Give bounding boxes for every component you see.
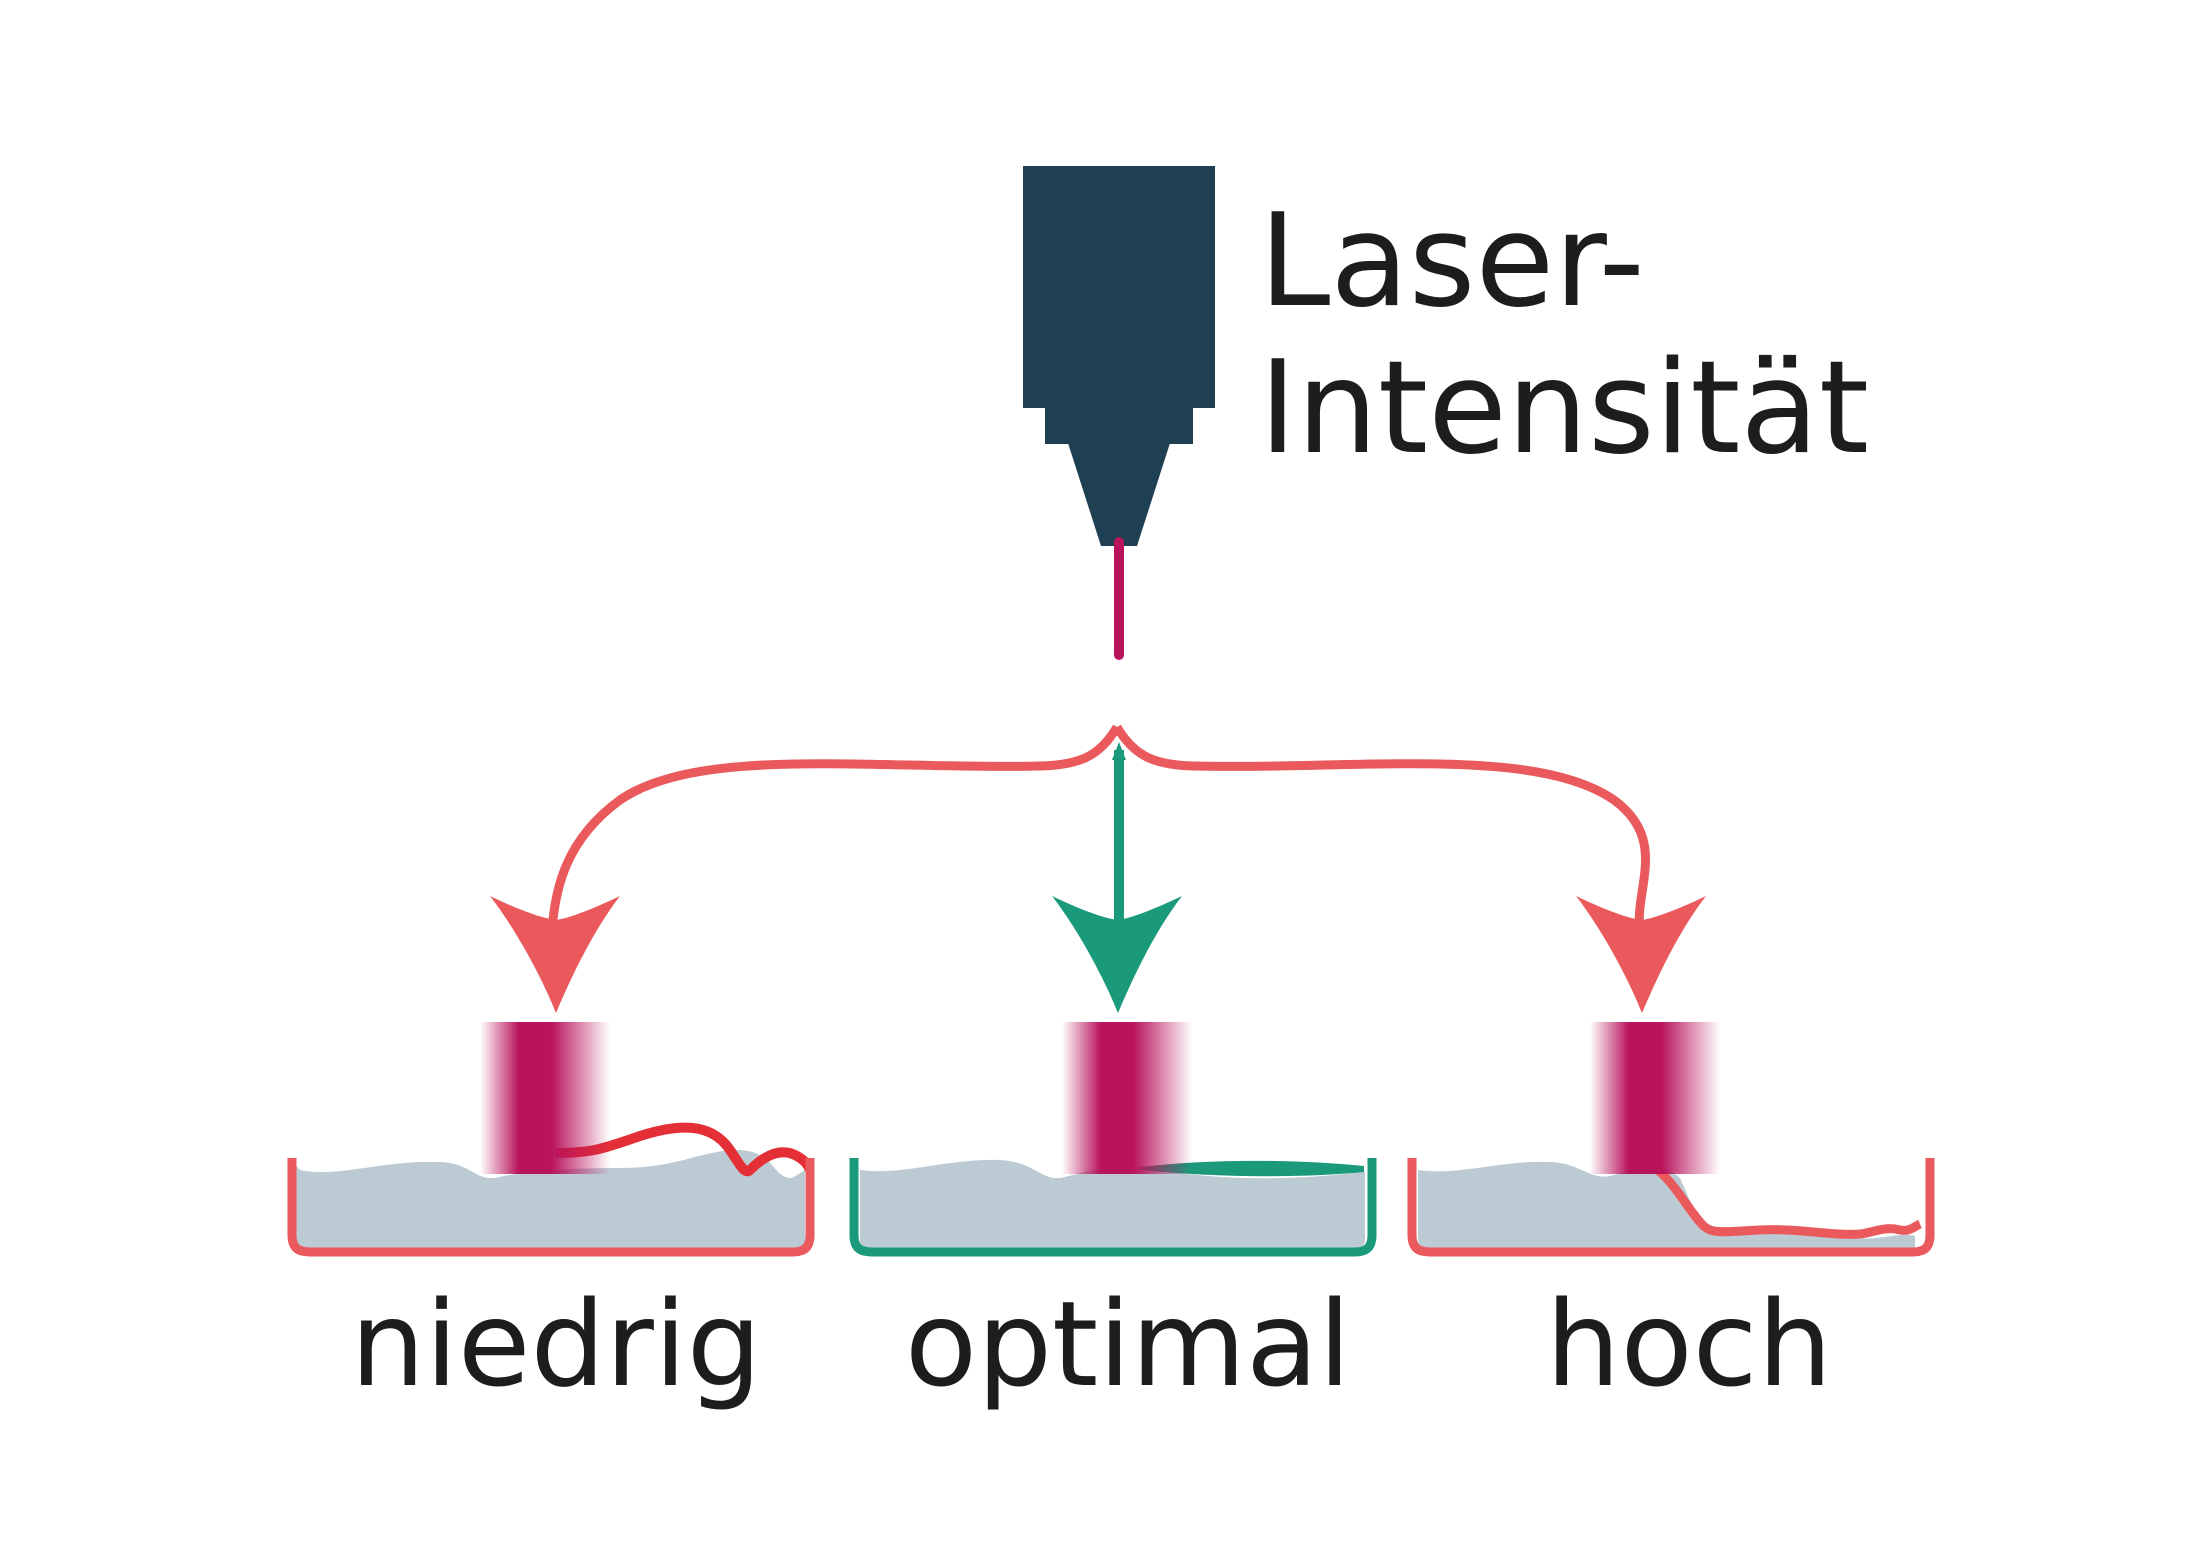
laser-head-icon [1023,166,1215,546]
tray-low [287,1022,815,1257]
fluid-optimal [860,1159,1365,1248]
surface-high [1647,1160,1922,1239]
beam-optimal [1062,1022,1192,1174]
arrow-middle-tip [1112,742,1126,760]
surface-optimal [1140,1160,1364,1177]
title-line-2: Intensität [1259,334,1869,483]
tray-low-outline [287,1158,815,1257]
label-low: niedrig [350,1275,761,1413]
arrow-right-curve [1113,724,1650,931]
tray-high-outline [1407,1158,1935,1257]
fluid-low [292,1150,805,1248]
tray-optimal [849,1022,1377,1257]
arrow-left-head-icon [490,896,620,1013]
fluid-high [1418,1161,1915,1248]
title-line-1: Laser- [1259,187,1645,336]
surface-low [554,1122,815,1177]
arrow-left-curve [547,724,1121,931]
branch-arrows [490,724,1706,1013]
arrow-right-head-icon [1576,896,1706,1013]
tray-optimal-outline [849,1158,1377,1257]
arrow-middle-head-icon [1052,896,1182,1013]
beam-low [480,1022,610,1174]
tray-high [1407,1022,1935,1257]
label-optimal: optimal [905,1275,1351,1413]
beam-high [1590,1022,1720,1174]
label-high: hoch [1546,1275,1833,1413]
